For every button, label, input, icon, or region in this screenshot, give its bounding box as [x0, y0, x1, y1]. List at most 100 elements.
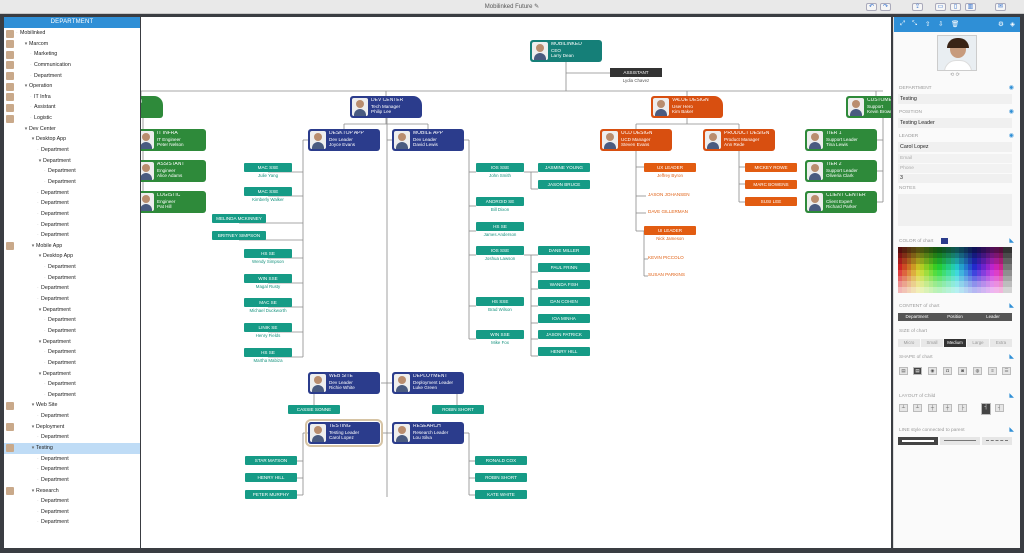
org-chip[interactable]: STAR MATSON: [245, 456, 297, 465]
chevron-down-icon[interactable]: ▾: [24, 125, 28, 132]
org-chip[interactable]: IOA MINHA: [538, 314, 590, 323]
chevron-down-icon[interactable]: ▾: [31, 444, 35, 451]
chevron-down-icon[interactable]: ▾: [24, 40, 28, 47]
trash-icon[interactable]: 🗑: [951, 21, 960, 28]
comment-icon[interactable]: ✉: [995, 3, 1006, 11]
chevron-down-icon[interactable]: ▾: [31, 136, 35, 143]
tree-item[interactable]: ·Assistant: [4, 102, 140, 113]
org-chip[interactable]: HENRY HILL: [245, 473, 297, 482]
org-chip[interactable]: MELINDA MCKINNEY: [212, 214, 266, 223]
redo-icon[interactable]: ↷: [880, 3, 891, 11]
shape-option-2-icon[interactable]: ▤: [913, 367, 922, 375]
shape-option-4-icon[interactable]: ◘: [943, 367, 952, 375]
phone-value-field[interactable]: 3: [898, 174, 1012, 183]
tree-item[interactable]: ▾Deployment: [4, 422, 140, 433]
staff-name[interactable]: SUSAN PARKINS: [648, 272, 685, 277]
tree-item[interactable]: ·Department: [4, 188, 140, 199]
org-chip[interactable]: MICKEY ROWE: [745, 163, 797, 172]
org-chip[interactable]: MARC BOWENS: [745, 180, 797, 189]
tree-item[interactable]: ·Department: [4, 273, 140, 284]
tree-item[interactable]: ▾Web Site: [4, 400, 140, 411]
tree-item[interactable]: ·Department: [4, 507, 140, 518]
avatar-rotate-icons[interactable]: ⟲ ⟳: [950, 72, 960, 78]
tree-item[interactable]: ·Department: [4, 390, 140, 401]
chevron-down-icon[interactable]: ▾: [31, 487, 35, 494]
org-chip[interactable]: DAN COHEN: [538, 297, 590, 306]
org-chip[interactable]: DANE MILLER: [538, 246, 590, 255]
tree-item[interactable]: ·Department: [4, 379, 140, 390]
tree-item[interactable]: ·Department: [4, 166, 140, 177]
tree-item[interactable]: ·Department: [4, 517, 140, 528]
tree-item[interactable]: ·Department: [4, 432, 140, 443]
share-icon[interactable]: ⇪: [912, 3, 923, 11]
expand-icon[interactable]: ⤢: [900, 20, 906, 27]
tree-item[interactable]: ·Department: [4, 220, 140, 231]
tree-item[interactable]: ·Department: [4, 411, 140, 422]
org-chip[interactable]: UX LEADER: [644, 163, 696, 172]
layout-option-7-icon[interactable]: ┤: [995, 404, 1004, 412]
org-card-mk[interactable]: Marketing: [141, 96, 163, 118]
content-leader-button[interactable]: Leader: [974, 313, 1012, 321]
org-chip[interactable]: HENRY HILL: [538, 347, 590, 356]
line-style-dashed[interactable]: [982, 437, 1012, 445]
tree-item[interactable]: ·Department: [4, 71, 140, 82]
org-chip[interactable]: JASON BRUCE: [538, 180, 590, 189]
size-micro-button[interactable]: Micro: [898, 339, 920, 347]
paint-icon[interactable]: ◣: [1009, 427, 1014, 433]
org-chip[interactable]: IOS SSE: [476, 163, 524, 172]
undo-icon[interactable]: ↶: [866, 3, 877, 11]
download-icon[interactable]: ⇩: [938, 21, 944, 28]
line-style-solid[interactable]: [898, 437, 938, 445]
chevron-down-icon[interactable]: ▾: [31, 402, 35, 409]
shape-option-3-icon[interactable]: ◉: [928, 367, 937, 375]
org-chip[interactable]: MAC SSE: [244, 187, 292, 196]
tree-item[interactable]: ▾Desktop App: [4, 251, 140, 262]
tree-item[interactable]: ▾Department: [4, 369, 140, 380]
tree-item[interactable]: ▾Operation: [4, 81, 140, 92]
content-position-button[interactable]: Position: [936, 313, 974, 321]
org-chip[interactable]: JASMINE YOUNG: [538, 163, 590, 172]
tree-item[interactable]: ·Department: [4, 464, 140, 475]
tree-item[interactable]: ▾Mobile App: [4, 241, 140, 252]
tree-item[interactable]: ·IT Infra: [4, 92, 140, 103]
collapse-icon[interactable]: ⤡: [912, 20, 918, 27]
tree-item[interactable]: ▾Department: [4, 156, 140, 167]
tree-item[interactable]: ·Department: [4, 230, 140, 241]
panel-icon[interactable]: ▯: [950, 3, 961, 11]
chevron-down-icon[interactable]: ▾: [38, 157, 42, 164]
view-icon[interactable]: ▭: [935, 3, 946, 11]
layout-option-2-icon[interactable]: ┴: [913, 404, 922, 412]
layout-option-3-icon[interactable]: ┼: [928, 404, 937, 412]
chevron-down-icon[interactable]: ▾: [38, 253, 42, 260]
size-medium-button[interactable]: Medium: [944, 339, 966, 347]
chevron-down-icon[interactable]: ▾: [31, 242, 35, 249]
assistant-box[interactable]: ASSISTANT: [610, 68, 662, 77]
org-chip[interactable]: CASSIE SONNE: [288, 405, 340, 414]
org-chip[interactable]: UI LEADER: [644, 226, 696, 235]
tree-item[interactable]: ▾Testing: [4, 442, 140, 454]
chevron-down-icon[interactable]: ▾: [38, 338, 42, 345]
org-chip[interactable]: ROBIN SHORT: [432, 405, 484, 414]
org-chip[interactable]: MAC SSE: [244, 163, 292, 172]
tree-item[interactable]: ·Mobilinked: [4, 28, 140, 39]
chevron-down-icon[interactable]: ▾: [31, 423, 35, 430]
shape-option-8-icon[interactable]: ☰: [1002, 367, 1011, 375]
tree-item[interactable]: ·Department: [4, 177, 140, 188]
org-chip[interactable]: WANDA FISH: [538, 280, 590, 289]
cube-icon[interactable]: ◈: [1010, 21, 1015, 28]
size-small-button[interactable]: Small: [921, 339, 943, 347]
org-chip[interactable]: WIN SSE: [476, 330, 524, 339]
tree-item[interactable]: ▾Research: [4, 486, 140, 497]
